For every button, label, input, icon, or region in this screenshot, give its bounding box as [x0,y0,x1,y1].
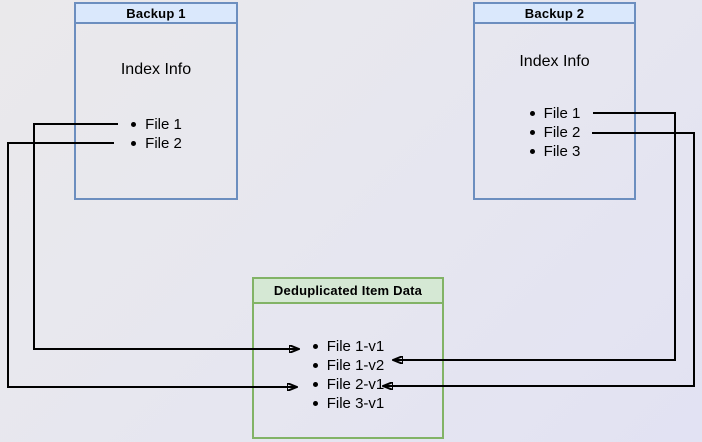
dedup-file-list: File 1-v1 File 1-v2 File 2-v1 File 3-v1 [312,337,384,413]
backup1-title: Backup 1 [76,4,236,24]
deduplicated-item-data-box: Deduplicated Item Data File 1-v1 File 1-… [252,277,444,439]
list-item: File 1-v1 [312,337,384,356]
backup1-box: Backup 1 Index Info File 1 File 2 [74,2,238,200]
backup1-index-info-label: Index Info [120,61,192,78]
list-item: File 1-v2 [312,356,384,375]
list-item: File 3 [529,142,580,161]
list-item: File 3-v1 [312,394,384,413]
backup2-box: Backup 2 Index Info File 1 File 2 File 3 [473,2,636,200]
list-item: File 2 [529,123,580,142]
list-item: File 2 [130,134,182,153]
backup2-title: Backup 2 [475,4,634,24]
list-item: File 1 [130,115,182,134]
backup2-file-list: File 1 File 2 File 3 [529,104,580,161]
list-item: File 2-v1 [312,375,384,394]
backup2-index-info-label: Index Info [519,53,590,70]
dedup-title: Deduplicated Item Data [254,279,442,304]
backup1-file-list: File 1 File 2 [130,115,182,153]
list-item: File 1 [529,104,580,123]
